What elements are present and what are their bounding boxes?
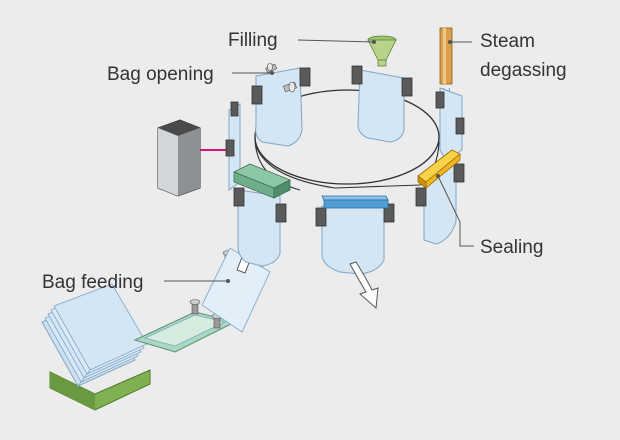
bag-stack [41,283,148,387]
label-steam: Steam [480,31,535,52]
opening-suction-arm [265,62,278,74]
blue-bar [321,195,389,209]
leader-lines [164,39,474,283]
steam-station-bag [435,87,465,161]
bag-magazine [41,283,237,411]
discharge-station [315,195,395,310]
bag-opening-station [251,62,311,147]
sealer-bar [417,149,461,189]
sealing-station [415,149,465,245]
sensor-box [157,119,228,197]
label-degassing: degassing [480,60,567,81]
label-sealing: Sealing [480,237,543,258]
label-bag-feeding: Bag feeding [42,272,143,293]
filling-station [351,35,413,143]
label-bag-opening: Bag opening [107,64,214,85]
opening-suction-arm [282,81,298,93]
suction-cup [189,299,201,315]
funnel-icon [367,35,397,67]
front-left-station [233,163,291,267]
label-filling: Filling [228,30,278,51]
green-bar [233,163,291,199]
discharge-arrow [349,261,379,310]
